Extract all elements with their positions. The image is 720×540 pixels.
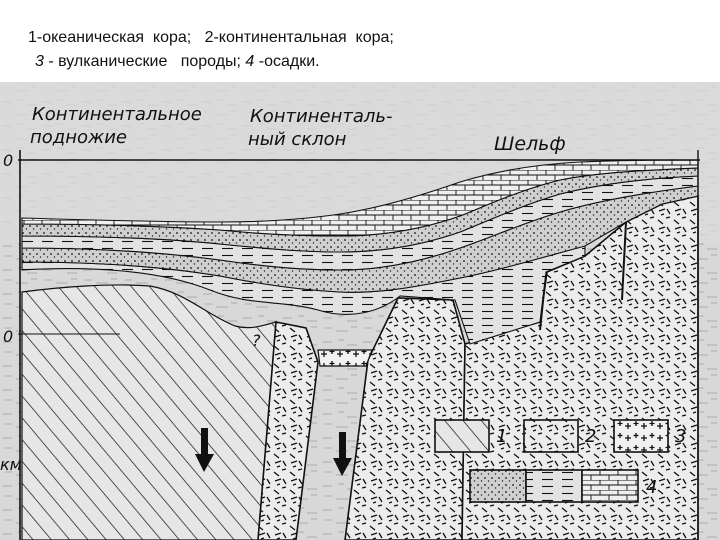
legend-number-4: 4 [646,477,657,498]
legend-swatch-continental-crust [523,419,579,453]
depth-label-lower-zero: 0 [3,327,13,346]
caption-number-3: 3 [35,53,44,70]
legend-swatch-sediments [469,469,639,503]
question-mark: ? [252,331,261,350]
legend-swatch-volcanic-rocks [613,419,669,453]
legend-swatch-oceanic-crust [434,419,490,453]
caption-text-3: - вулканические породы; [43,53,246,70]
depth-label-km: км [0,455,22,474]
zone-label-foot-line2: подножие [30,127,127,148]
zone-label-slope-line2: ный склон [248,129,347,150]
depth-label-upper-zero: 0 [3,151,13,170]
caption-number-4: 4 [245,53,255,70]
volcanic-rocks [317,349,373,367]
figure-caption: 1-океаническая кора; 2-континентальная к… [28,26,688,74]
geologic-cross-section: Континентальное подножие Континенталь- н… [0,82,720,540]
legend: 1 2 3 4 [434,419,686,503]
legend-number-3: 3 [675,426,686,447]
oceanic-crust [21,284,277,540]
fault-shelf [621,221,627,301]
caption-line-1: 1-океаническая кора; 2-континентальная к… [28,29,394,46]
legend-number-2: 2 [585,426,596,447]
continental-crust-block-1 [257,321,319,540]
legend-number-1: 1 [496,426,507,447]
zone-label-foot-line1: Континентальное [32,104,202,125]
mantle-arrow-left [195,428,214,472]
mantle-arrow-right [333,432,352,476]
caption-text-4: -осадки. [254,53,320,70]
zone-label-slope-line1: Континенталь- [250,106,392,127]
zone-label-shelf: Шельф [494,133,566,155]
caption-line-2: 3 - вулканические породы; 4 -осадки. [28,50,688,74]
